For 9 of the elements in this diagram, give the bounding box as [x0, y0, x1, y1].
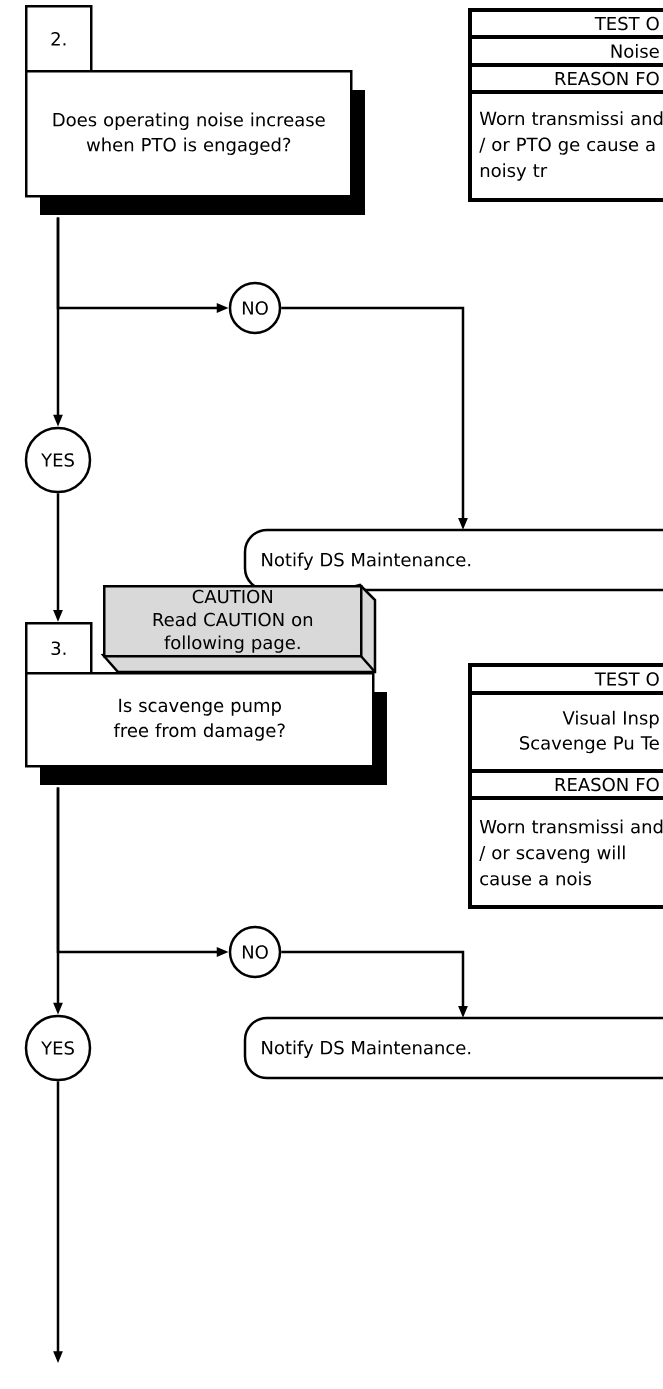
- table-cell: Worn transmissi and / or scaveng will cause a nois: [468, 796, 663, 909]
- step-number-box: 2.: [25, 5, 93, 73]
- question-box: Is scavenge pump free from damage?: [25, 672, 387, 785]
- question-box: Does operating noise increase when PTO is engaged?: [25, 70, 365, 215]
- table-cell: TEST O: [468, 8, 663, 39]
- table-cell: TEST O: [468, 663, 663, 695]
- table-cell: Worn transmissi and / or PTO ge cause a noisy tr: [468, 90, 663, 202]
- terminal-box: Notify DS Maintenance.: [243, 1016, 663, 1080]
- step-number-box: 3.: [25, 622, 93, 675]
